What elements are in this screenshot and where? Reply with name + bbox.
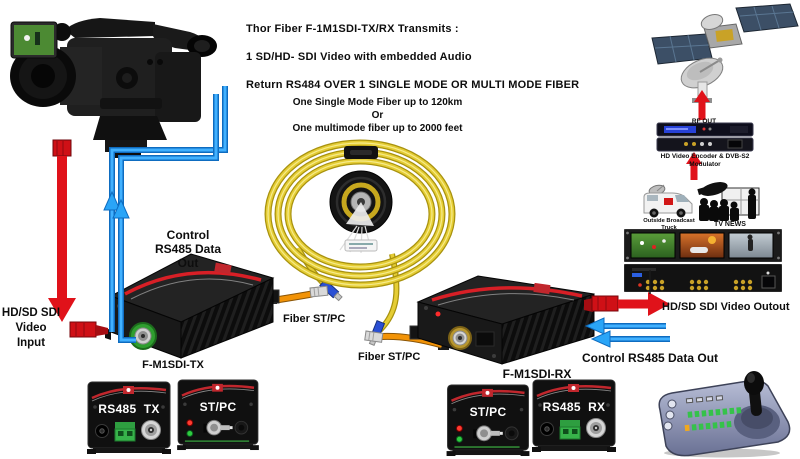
panel-label: RS485 RX: [542, 400, 606, 414]
tv-news-icon: [694, 180, 762, 222]
satellite-icon: [648, 2, 800, 66]
panel-label: RS485 TX: [98, 402, 160, 416]
title-line-3: Return RS484 OVER 1 SINGLE MODE OR MULTI…: [246, 79, 580, 92]
monitor-rack-icon: [624, 229, 782, 262]
encoder-label: HD Video Encoder & DVB-S2 Modulator: [660, 153, 750, 168]
panel-label: ST/PC: [199, 400, 237, 414]
panel-label: ST/PC: [469, 405, 507, 419]
panel-stpc-rx: ST/PC: [446, 384, 530, 457]
truck-label: Outside Broadcast Truck: [643, 218, 695, 231]
encoder-modulator-icon: [656, 122, 754, 152]
video-input-label: HD/SD SDI Video Input: [1, 307, 61, 349]
satellite-dish-icon: [676, 56, 734, 108]
title-line-2: 1 SD/HD- SDI Video with embedded Audio: [246, 50, 472, 63]
rf-out-label: RF OUT: [691, 118, 717, 125]
ptz-joystick-icon: [650, 366, 795, 458]
diagram-title: Thor Fiber F-1M1SDI-TX/RX Transmits : 1 …: [246, 10, 606, 104]
title-line-1: Thor Fiber F-1M1SDI-TX/RX Transmits :: [246, 22, 459, 35]
panel-stpc-tx: ST/PC: [176, 379, 260, 451]
fiber-distance-note: One Single Mode Fiber up to 120km Or One…: [292, 97, 463, 134]
tv-news-label: TV NEWS: [714, 221, 746, 228]
rx-converter-icon: [406, 264, 601, 372]
st-barrel-icon: [364, 330, 384, 343]
rx-unit-label: F-M1SDI-RX: [502, 367, 572, 381]
camcorder-icon: [5, 2, 235, 162]
st-connector-icon: [368, 319, 386, 346]
panel-rs485-tx: RS485 TX: [86, 381, 172, 455]
panel-rs485-rx: RS485 RX: [530, 379, 618, 453]
tx-unit-label: F-M1SDI-TX: [142, 359, 204, 371]
tx-control-label: Control RS485 Data Out: [154, 228, 222, 270]
video-output-label: HD/SD SDI Video Outout: [662, 301, 790, 313]
rx-control-label: Control RS485 Data Out: [582, 351, 719, 365]
rx-fiber-label: Fiber ST/PC: [358, 351, 421, 363]
tx-fiber-label: Fiber ST/PC: [283, 313, 346, 325]
broadcast-truck-icon: [642, 183, 696, 221]
fiber-spool-icon: [262, 138, 458, 290]
distribution-rack-icon: [624, 264, 782, 292]
